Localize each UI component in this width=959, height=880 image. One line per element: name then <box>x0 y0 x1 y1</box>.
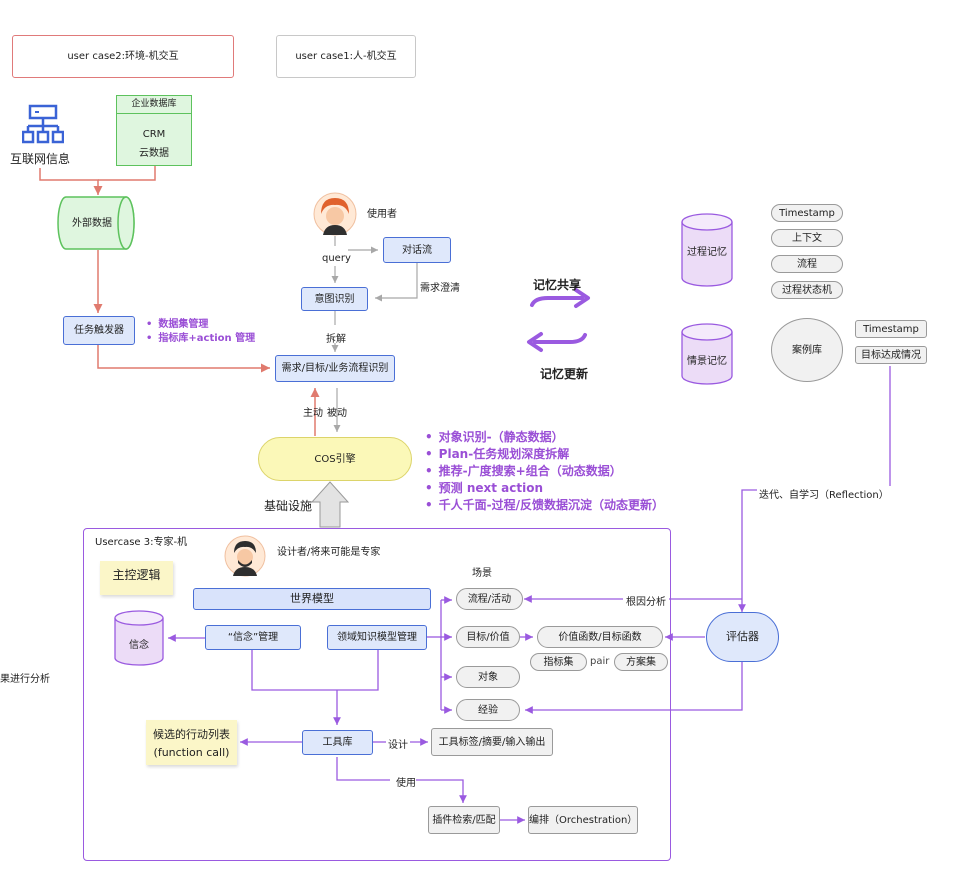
process-memory-cylinder <box>681 213 733 287</box>
cos-bullet-3: 推荐-广度搜索+组合（动态数据） <box>425 463 664 480</box>
cos-engine-label: COS引擎 <box>314 453 356 465</box>
design-label: 设计 <box>388 740 408 751</box>
network-icon <box>22 104 64 144</box>
plan-set-box: 方案集 <box>614 653 668 671</box>
cos-bullet-4: 预测 next action <box>425 480 664 497</box>
tool-tags-box: 工具标签/摘要/输入输出 <box>431 728 553 756</box>
cos-bullet-5: 千人千面-过程/反馈数据沉淀（动态更新） <box>425 497 664 514</box>
evaluator-box: 评估器 <box>706 612 779 662</box>
designer-avatar <box>224 535 266 577</box>
external-data-label: 外部数据 <box>72 217 112 229</box>
toolbox-box: 工具库 <box>302 730 373 755</box>
scene-title: 场景 <box>472 568 492 579</box>
cos-bullet-2: Plan-任务规划深度拆解 <box>425 446 664 463</box>
use-case-2-box: user case2:环境-机交互 <box>12 35 234 78</box>
needs-box: 需求/目标/业务流程识别 <box>275 355 395 382</box>
domain-knowledge-box: 领域知识模型管理 <box>327 625 427 650</box>
case-library-label: 案例库 <box>792 344 822 356</box>
process-memory-label: 过程记忆 <box>687 246 727 258</box>
left-fragment-text: 果进行分析 <box>0 674 50 685</box>
user-label: 使用者 <box>367 209 397 220</box>
enterprise-db-title: 企业数据库 <box>117 96 191 114</box>
scene-memory-cylinder <box>681 323 733 385</box>
cos-bullets: 对象识别-（静态数据） Plan-任务规划深度拆解 推荐-广度搜索+组合（动态数… <box>425 429 664 514</box>
infra-label: 基础设施 <box>264 499 313 513</box>
value-func-box: 价值函数/目标函数 <box>537 626 663 648</box>
candidate-actions-line2: (function call) <box>153 745 230 759</box>
world-model-label: 世界模型 <box>290 591 334 605</box>
belief-label: 信念 <box>129 639 149 651</box>
belief-mgmt-label: “信念”管理 <box>227 632 279 643</box>
tag-state-machine: 过程状态机 <box>771 281 843 299</box>
external-data-cylinder <box>57 196 135 250</box>
tag-timestamp: Timestamp <box>771 204 843 222</box>
pair-label: pair <box>590 656 610 667</box>
use-case-1-box: user case1:人-机交互 <box>276 35 416 78</box>
dialog-flow-box: 对话流 <box>383 237 451 263</box>
enterprise-db-box: 企业数据库 CRM 云数据 <box>116 95 192 166</box>
reflection-label: 迭代、自学习（Reflection） <box>757 486 891 501</box>
need-clarify-label: 需求澄清 <box>420 283 460 294</box>
use-case-3-label: Usercase 3:专家-机 <box>95 537 188 548</box>
scene-memory-label: 情景记忆 <box>687 355 727 367</box>
trigger-bullet-1: 数据集管理 <box>146 318 255 332</box>
evaluator-label: 评估器 <box>726 629 759 643</box>
case-library-circle: 案例库 <box>771 318 843 382</box>
scene-item-object: 对象 <box>456 666 520 688</box>
use-label: 使用 <box>396 778 416 789</box>
belief-mgmt-box: “信念”管理 <box>205 625 301 650</box>
candidate-actions-note: 候选的行动列表 (function call) <box>146 720 237 765</box>
use-case-3-frame <box>83 528 671 861</box>
orchestration-box: 编排（Orchestration） <box>528 806 638 834</box>
user-avatar <box>313 192 357 236</box>
main-logic-note: 主控逻辑 <box>100 561 173 595</box>
task-trigger-label: 任务触发器 <box>74 325 124 336</box>
designer-label: 设计者/将来可能是专家 <box>277 547 381 558</box>
metric-set-box: 指标集 <box>530 653 587 671</box>
world-model-box: 世界模型 <box>193 588 431 610</box>
dialog-flow-label: 对话流 <box>402 244 432 256</box>
scene-item-experience: 经验 <box>456 699 520 721</box>
enterprise-db-crm: CRM <box>142 128 166 140</box>
cos-engine-box: COS引擎 <box>258 437 412 481</box>
trigger-bullet-2: 指标库+action 管理 <box>146 332 255 346</box>
task-trigger-box: 任务触发器 <box>63 316 135 345</box>
tag-flow: 流程 <box>771 255 843 273</box>
active-label: 主动 <box>303 408 323 419</box>
trigger-bullets: 数据集管理 指标库+action 管理 <box>146 318 255 346</box>
scene-item-flow: 流程/活动 <box>456 588 523 610</box>
intent-recognition-label: 意图识别 <box>314 293 355 305</box>
tag-context: 上下文 <box>771 229 843 247</box>
scene-item-goal: 目标/价值 <box>456 626 520 648</box>
domain-knowledge-label: 领域知识模型管理 <box>337 632 417 643</box>
root-cause-label: 根因分析 <box>623 593 669 608</box>
memory-share-label: 记忆共享 <box>533 278 582 292</box>
cos-bullet-1: 对象识别-（静态数据） <box>425 429 664 446</box>
decompose-label: 拆解 <box>326 334 346 345</box>
internet-info-label: 互联网信息 <box>10 152 71 166</box>
candidate-actions-line1: 候选的行动列表 <box>153 727 230 741</box>
intent-recognition-box: 意图识别 <box>301 287 368 311</box>
case-tag-timestamp: Timestamp <box>855 320 927 338</box>
passive-label: 被动 <box>327 408 347 419</box>
plugin-search-box: 插件检索/匹配 <box>428 806 500 834</box>
enterprise-db-cloud: 云数据 <box>139 147 169 159</box>
belief-cylinder <box>114 610 164 666</box>
use-case-2-label: user case2:环境-机交互 <box>67 51 179 62</box>
query-label: query <box>322 253 351 264</box>
toolbox-label: 工具库 <box>322 737 353 748</box>
main-logic-label: 主控逻辑 <box>112 568 161 583</box>
use-case-1-label: user case1:人-机交互 <box>295 51 397 62</box>
case-tag-goal: 目标达成情况 <box>855 346 927 364</box>
needs-label: 需求/目标/业务流程识别 <box>281 363 389 374</box>
memory-update-label: 记忆更新 <box>540 367 589 381</box>
